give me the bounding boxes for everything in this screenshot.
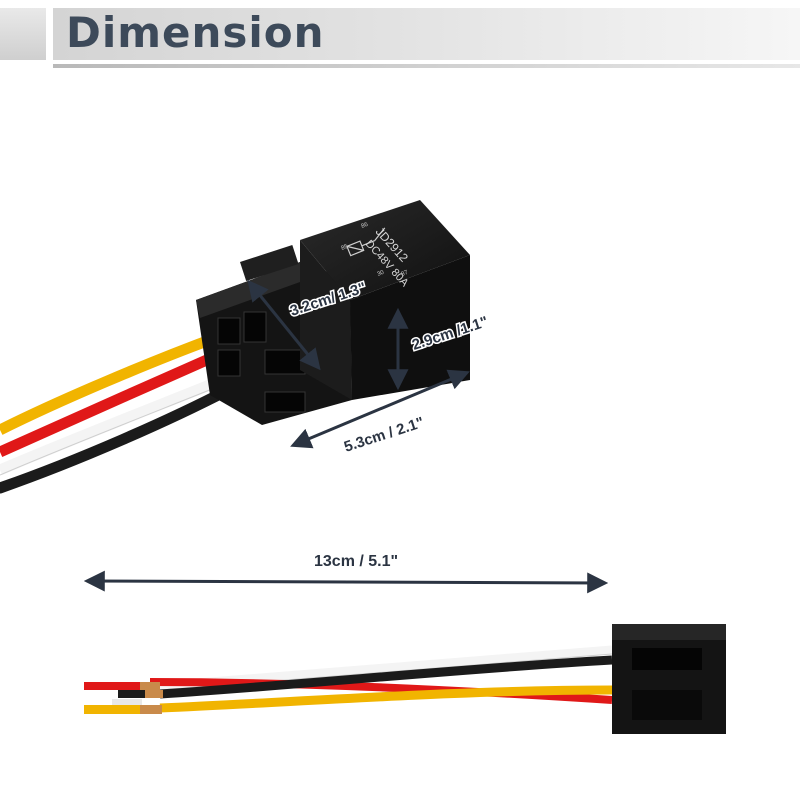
cable-length-diagram: 13cm / 5.1"	[83, 553, 726, 734]
wire-yellow	[0, 332, 217, 435]
wire-black	[159, 655, 613, 699]
banner-accent-block	[0, 8, 46, 60]
terminal-red	[84, 682, 150, 690]
cable-length-label: 13cm / 5.1"	[314, 553, 398, 570]
cable-length-arrow	[83, 570, 609, 594]
relay-pin-label: 87	[401, 270, 410, 278]
wire-white	[0, 374, 225, 476]
banner-bar	[53, 8, 800, 60]
terminal-yellow	[84, 705, 144, 714]
header-banner: Dimension	[0, 0, 800, 75]
relay-pin-label: 30	[377, 270, 386, 278]
banner-underline	[53, 64, 800, 68]
width-arrow	[247, 279, 321, 371]
relay-pin-label: 85	[341, 244, 350, 252]
relay-front-face	[350, 255, 470, 400]
wire-yellow	[159, 685, 613, 713]
terminal-black	[118, 690, 148, 698]
wire-red	[149, 678, 613, 704]
relay-top-face	[300, 200, 470, 300]
wire-red	[0, 349, 221, 458]
relay-socket-assembly: 85 86 30 87 JD2912 DC48V 80A 3.2cm/ 1.3"…	[0, 200, 492, 494]
length-arrow	[290, 369, 470, 449]
relay-pin-label: 86	[361, 222, 370, 230]
page-title: Dimension	[66, 8, 325, 57]
relay-schematic-icon	[346, 227, 386, 257]
wire-black	[0, 384, 234, 494]
